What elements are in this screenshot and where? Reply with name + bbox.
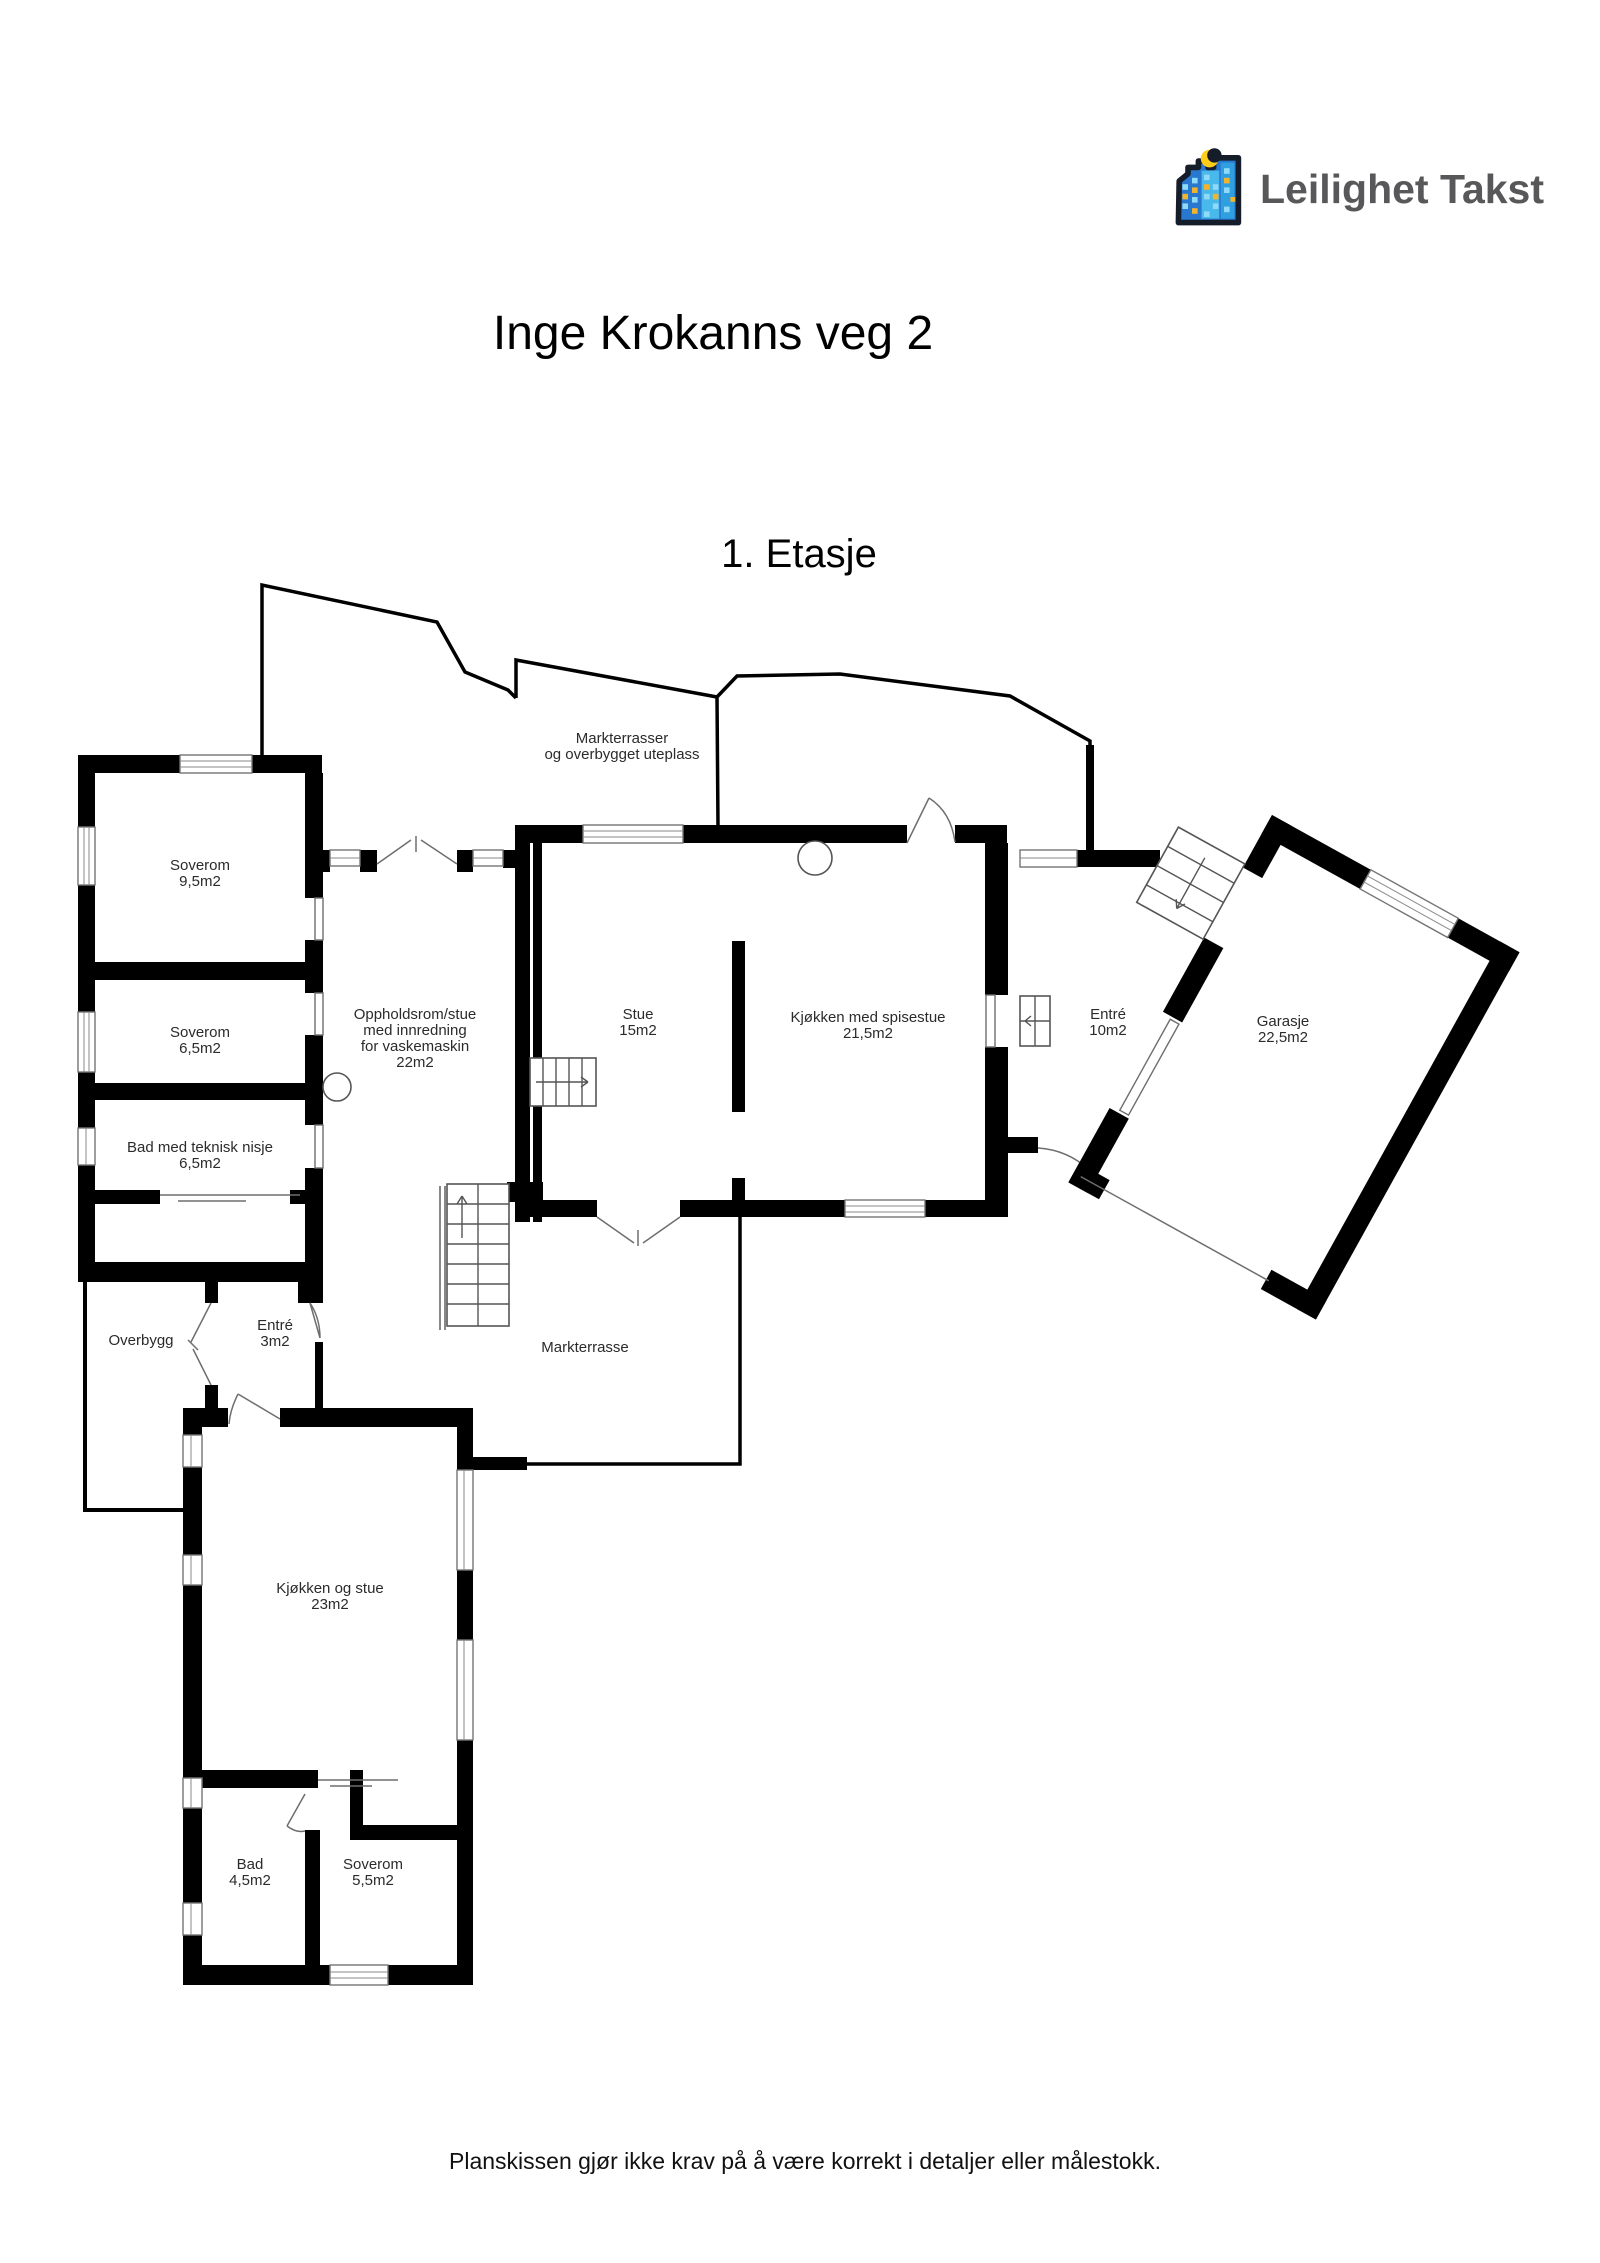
page-title: Inge Krokanns veg 2 — [492, 307, 934, 360]
room-label-oppholdsrom-3: for vaskemaskin — [361, 1038, 469, 1055]
brand-logo: Leilighet Takst — [1168, 148, 1544, 230]
disclaimer-text: Planskissen gjør ikke krav på å være kor… — [449, 2148, 1161, 2174]
garage-structure — [1068, 815, 1520, 1320]
doors — [160, 797, 1090, 1833]
room-label-kjokken-stue: Kjøkken og stue — [276, 1580, 384, 1597]
room-area-soverom2: 6,5m2 — [179, 1040, 221, 1057]
sink-fixture-icon — [322, 1072, 352, 1102]
room-label-soverom3: Soverom — [343, 1856, 403, 1873]
terrace-boundary-lines — [83, 582, 1092, 1512]
walls — [78, 745, 1160, 1985]
room-area-oppholdsrom: 22m2 — [396, 1054, 434, 1071]
room-labels: Markterrasser og overbygget uteplass Sov… — [108, 730, 1309, 1889]
room-label-kjokken-spisestue: Kjøkken med spisestue — [790, 1009, 945, 1026]
outdoor-label-markterrasse: Markterrasse — [541, 1339, 629, 1356]
outdoor-label-markterrasser: Markterrasser — [576, 730, 669, 747]
room-area-bad: 4,5m2 — [229, 1872, 271, 1889]
room-area-soverom3: 5,5m2 — [352, 1872, 394, 1889]
room-area-stue: 15m2 — [619, 1022, 657, 1039]
room-label-stue: Stue — [623, 1006, 654, 1023]
room-label-entre10: Entré — [1090, 1006, 1126, 1023]
room-label-soverom2: Soverom — [170, 1024, 230, 1041]
brand-name: Leilighet Takst — [1260, 165, 1545, 212]
room-label-soverom1: Soverom — [170, 857, 230, 874]
floor-label: 1. Etasje — [721, 532, 877, 576]
windows — [77, 754, 1078, 1986]
room-label-oppholdsrom-2: med innredning — [363, 1022, 466, 1039]
outdoor-label-overbygg: Overbygg — [108, 1332, 173, 1349]
room-label-bad: Bad — [237, 1856, 264, 1873]
room-area-kjokken-stue: 23m2 — [311, 1596, 349, 1613]
room-label-bad-teknisk: Bad med teknisk nisje — [127, 1139, 273, 1156]
room-label-garasje: Garasje — [1257, 1013, 1310, 1030]
room-label-entre3: Entré — [257, 1317, 293, 1334]
room-area-entre3: 3m2 — [260, 1333, 289, 1350]
kitchen-fixture-icon — [797, 840, 833, 876]
room-area-entre10: 10m2 — [1089, 1022, 1127, 1039]
room-area-bad-teknisk: 6,5m2 — [179, 1155, 221, 1172]
leilighet-takst-logo-icon — [1175, 148, 1242, 226]
room-area-kjokken-spisestue: 21,5m2 — [843, 1025, 893, 1042]
stairs — [322, 840, 1051, 1330]
outdoor-label-markterrasser-2: og overbygget uteplass — [544, 746, 699, 763]
room-area-garasje: 22,5m2 — [1258, 1029, 1308, 1046]
room-area-soverom1: 9,5m2 — [179, 873, 221, 890]
room-label-oppholdsrom: Oppholdsrom/stue — [354, 1006, 477, 1023]
